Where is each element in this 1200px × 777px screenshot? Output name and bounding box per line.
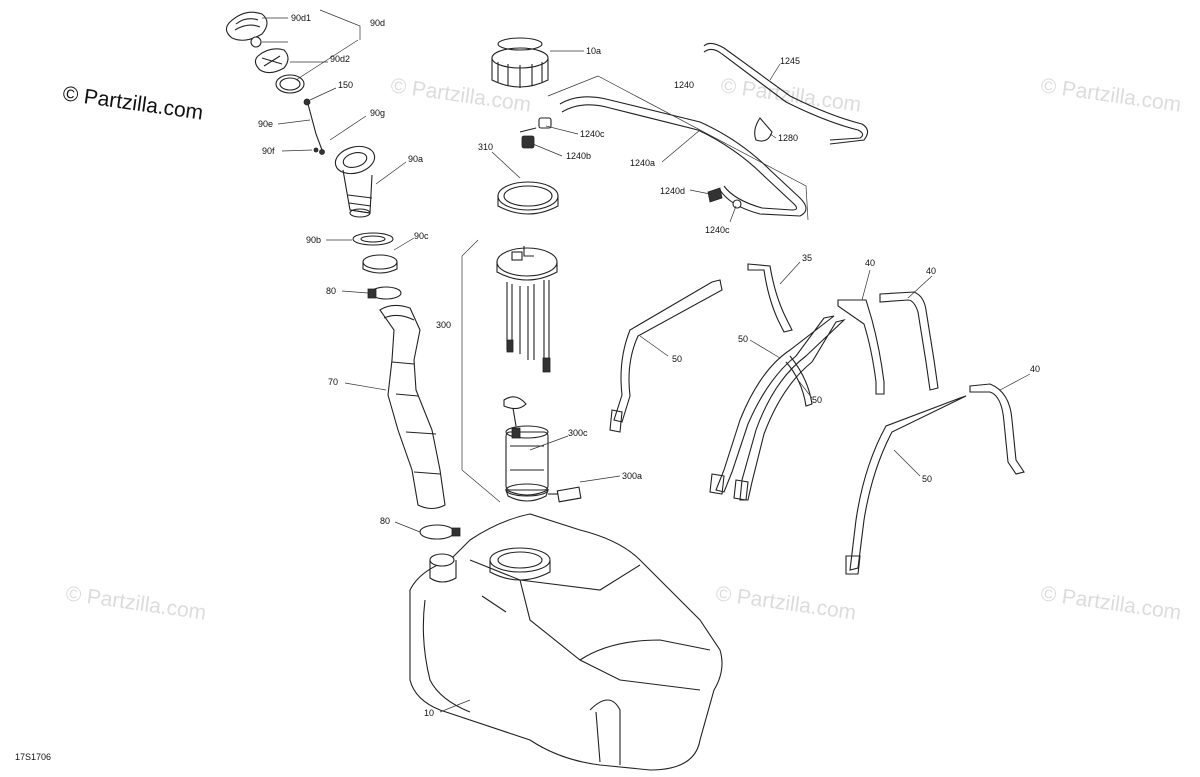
callout-50-d: 50 — [922, 474, 932, 484]
hose-clamp-upper — [367, 286, 402, 300]
leader-lines — [262, 9, 1031, 713]
callout-80-upper: 80 — [326, 286, 336, 296]
callout-90g: 90g — [370, 108, 385, 118]
callout-90d: 90d — [370, 18, 385, 28]
fuel-tank — [409, 513, 723, 771]
hose-clamp-lower — [419, 524, 461, 540]
filler-cap-assembly — [225, 11, 398, 274]
drawing-code: 17S1706 — [15, 752, 51, 762]
callout-1280: 1280 — [778, 133, 798, 143]
callout-1240c-top: 1240c — [580, 129, 605, 139]
watermark-5: © Partzilla.com — [714, 582, 857, 624]
tank-straps — [609, 263, 1025, 575]
callout-90e: 90e — [258, 119, 273, 129]
callout-1240d: 1240d — [660, 186, 685, 196]
callout-1240: 1240 — [674, 80, 694, 90]
callout-90f: 90f — [262, 146, 275, 156]
watermark-6: © Partzilla.com — [1039, 582, 1182, 624]
callout-90b: 90b — [306, 235, 321, 245]
assembly-bracket-300 — [461, 239, 501, 503]
watermark-3: © Partzilla.com — [1039, 74, 1182, 116]
vent-hose-assembly — [519, 42, 869, 217]
callout-50-c: 50 — [812, 395, 822, 405]
callout-50-b: 50 — [738, 334, 748, 344]
callout-300: 300 — [436, 320, 451, 330]
callout-40-a: 40 — [865, 258, 875, 268]
callout-1240b: 1240b — [566, 151, 591, 161]
callout-10: 10 — [424, 708, 434, 718]
callout-50-a: 50 — [672, 354, 682, 364]
callout-40-c: 40 — [1030, 364, 1040, 374]
callout-90d1: 90d1 — [291, 13, 311, 23]
brand-logo-text: © Partzilla.com — [61, 82, 204, 124]
callout-70: 70 — [328, 377, 338, 387]
callout-40-b: 40 — [926, 266, 936, 276]
callout-90a: 90a — [408, 154, 423, 164]
fuel-pump-assembly — [491, 37, 582, 503]
callout-1240a: 1240a — [630, 158, 655, 168]
filler-hose — [379, 304, 446, 510]
callout-35: 35 — [802, 253, 812, 263]
callout-150: 150 — [338, 80, 353, 90]
callout-300a: 300a — [622, 471, 642, 481]
callout-300c: 300c — [568, 428, 588, 438]
callout-90d2: 90d2 — [330, 54, 350, 64]
callout-90c: 90c — [414, 231, 429, 241]
callout-labels: 90d1 90d 90d2 150 90g 90e 90f 90a 90b 90… — [258, 13, 1040, 718]
watermark-1: © Partzilla.com — [389, 74, 532, 116]
assembly-bracket-1240 — [547, 75, 809, 221]
callout-10a: 10a — [586, 46, 601, 56]
watermark-2: © Partzilla.com — [719, 74, 862, 116]
callout-80-lower: 80 — [380, 516, 390, 526]
watermark-4: © Partzilla.com — [64, 582, 207, 624]
callout-1240c-bottom: 1240c — [705, 225, 730, 235]
callout-1245: 1245 — [780, 56, 800, 66]
callout-310: 310 — [478, 142, 493, 152]
